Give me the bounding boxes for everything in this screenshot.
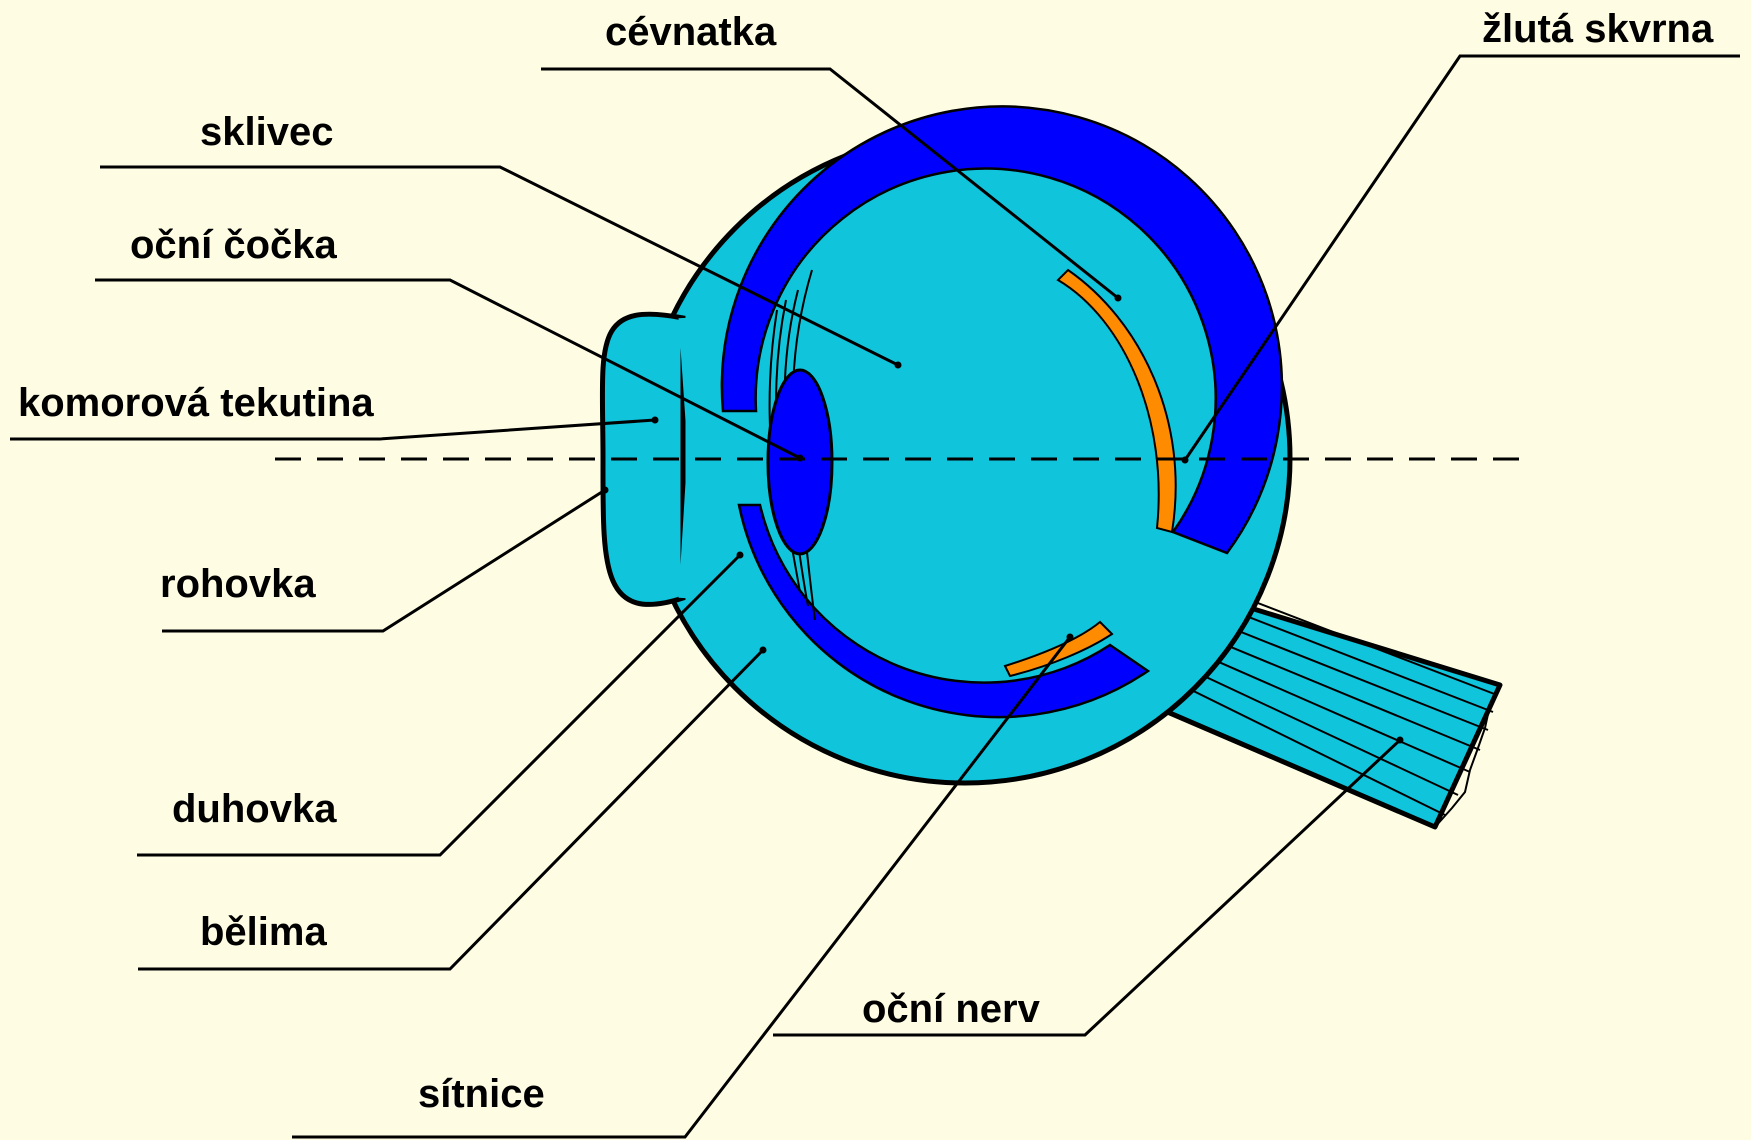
- label-sklivec: sklivec: [200, 110, 333, 154]
- label-zluta-skvrna: žlutá skvrna: [1482, 7, 1714, 51]
- label-cevnatka: cévnatka: [605, 10, 777, 54]
- label-ocni-cocka: oční čočka: [130, 223, 338, 267]
- label-ocni-nerv: oční nerv: [862, 987, 1041, 1031]
- label-belima: bělima: [200, 910, 327, 954]
- label-sitnice: sítnice: [418, 1072, 545, 1116]
- label-duhovka: duhovka: [172, 787, 337, 831]
- label-rohovka: rohovka: [160, 562, 316, 606]
- label-komorova-tekutina: komorová tekutina: [18, 381, 374, 425]
- lens: [768, 370, 832, 554]
